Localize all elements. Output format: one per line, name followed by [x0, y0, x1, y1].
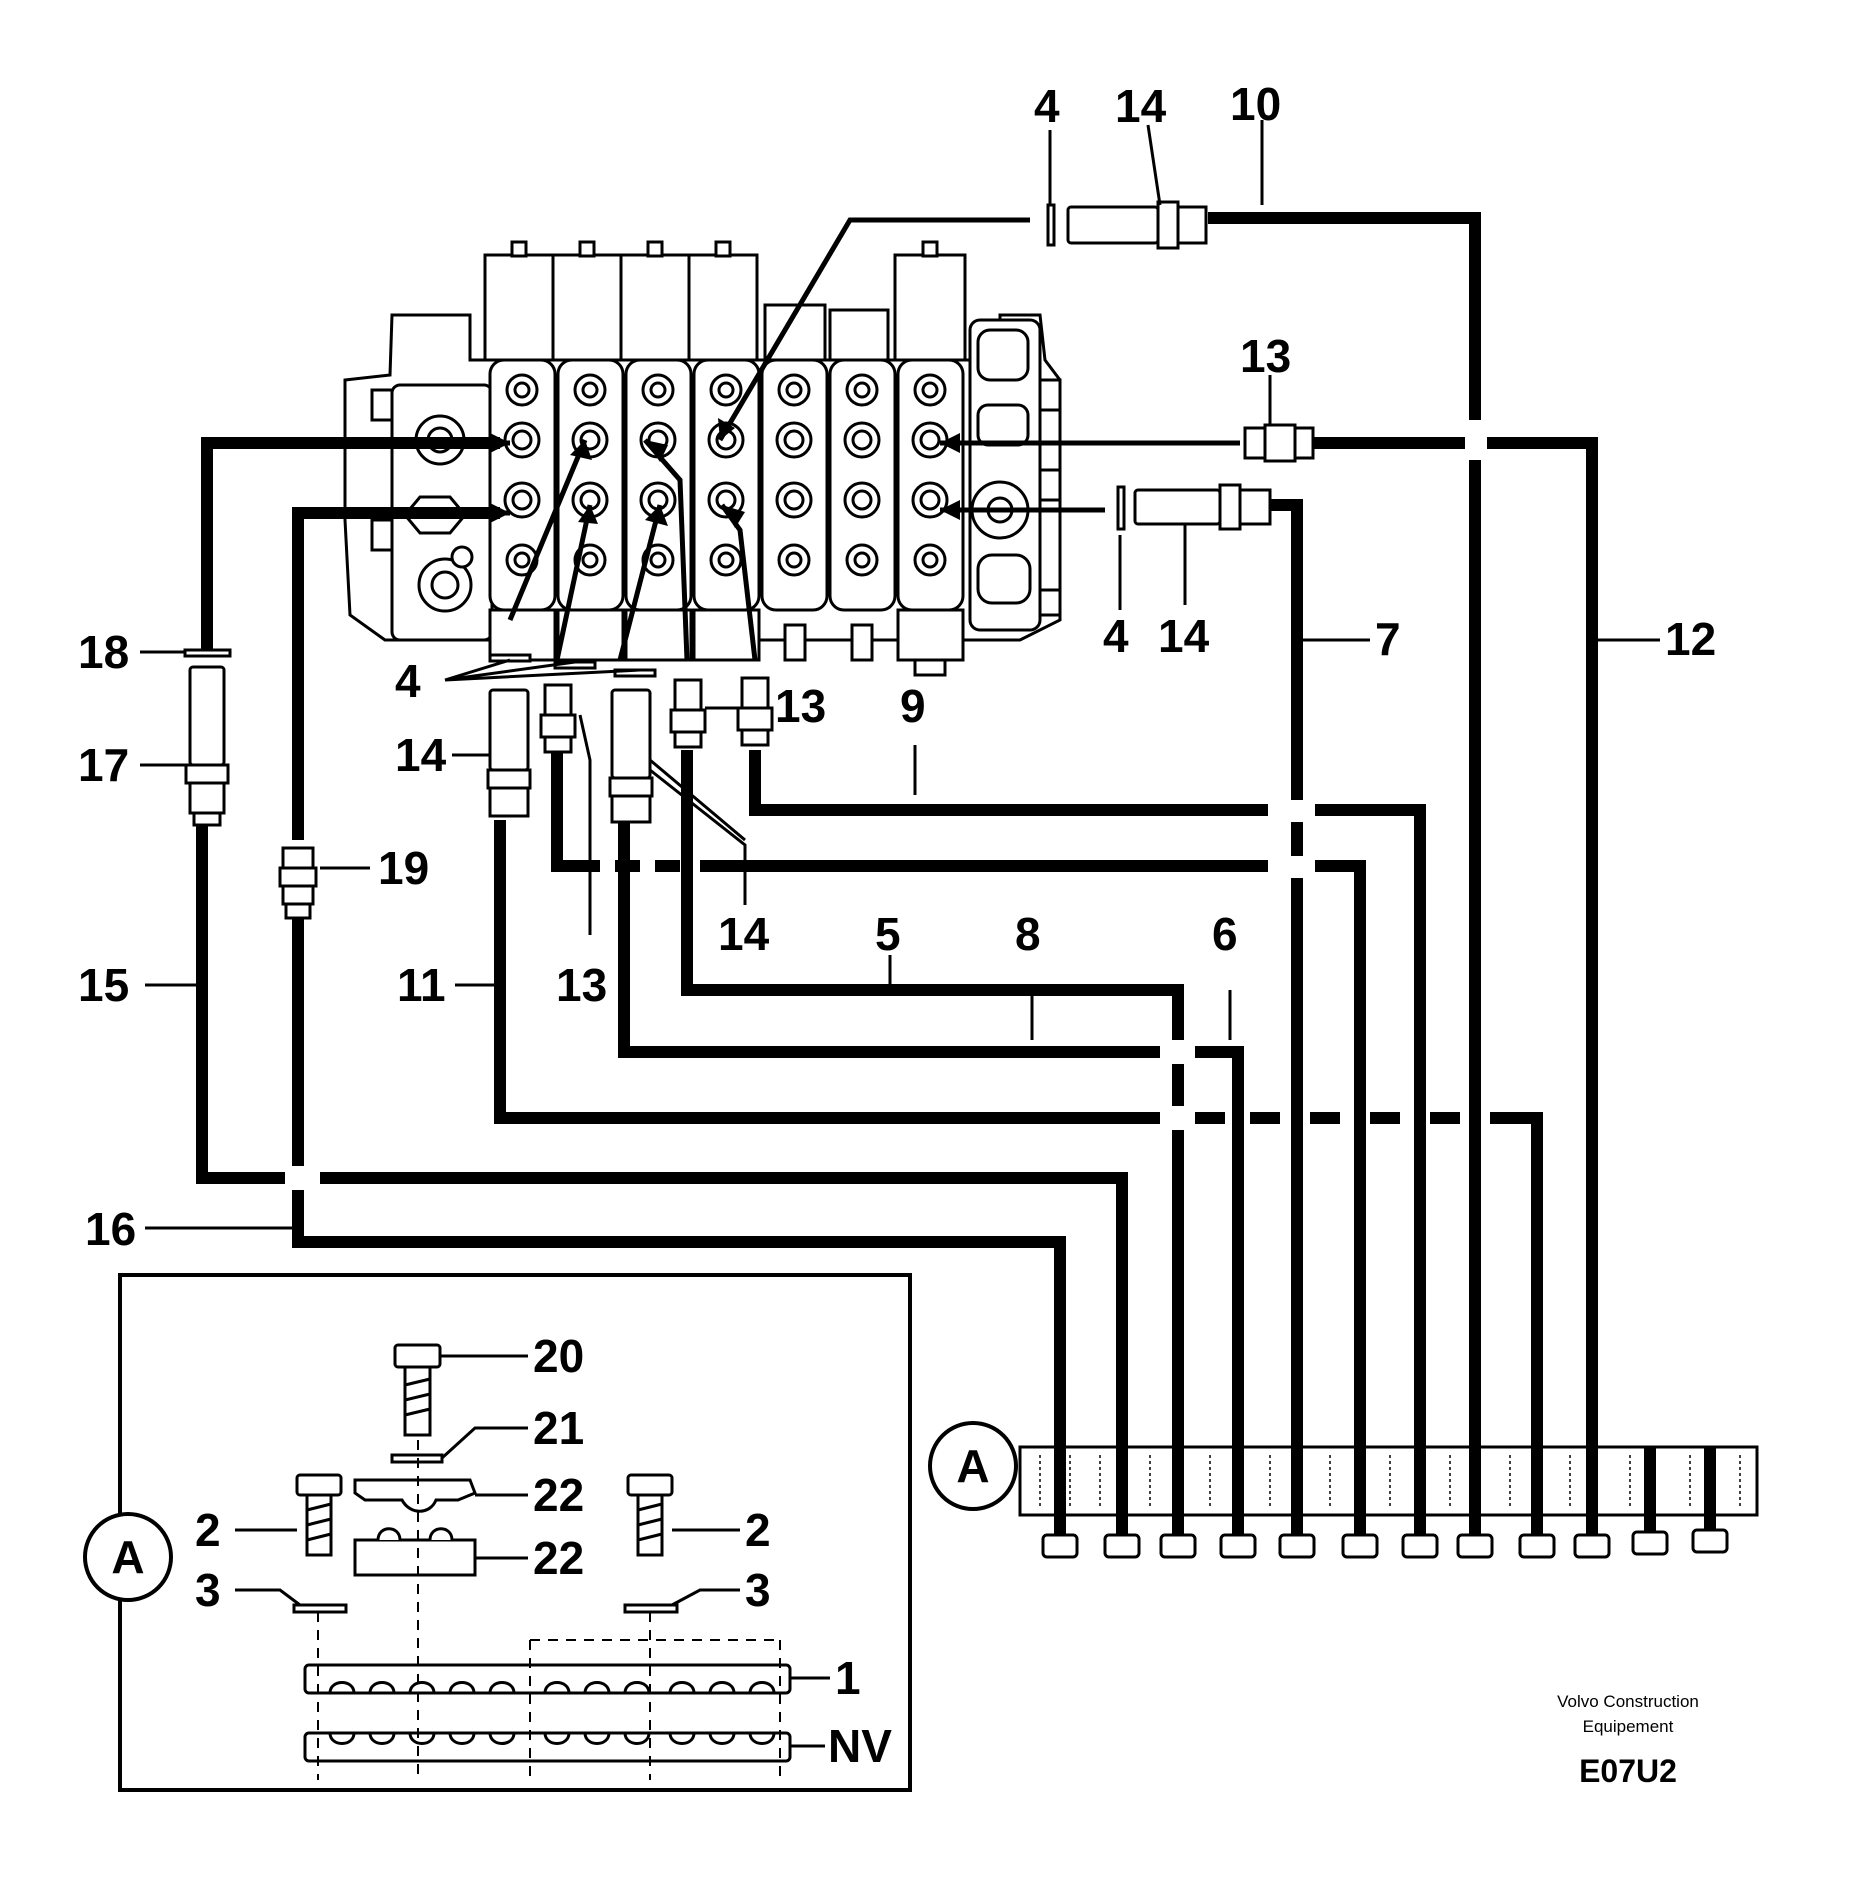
detail-callout-2-right: 2 [745, 1504, 771, 1556]
callout-17: 17 [78, 739, 129, 791]
hose-15 [196, 820, 285, 1184]
callout-18: 18 [78, 626, 129, 678]
hose-11 [494, 820, 1160, 1124]
callout-16: 16 [85, 1203, 136, 1255]
detail-callout-2-left: 2 [195, 1504, 221, 1556]
callout-14-left: 14 [395, 729, 447, 781]
callout-12: 12 [1665, 613, 1716, 665]
hose-7 [1268, 499, 1303, 1540]
callout-4-right: 4 [1103, 610, 1129, 662]
callout-13-right: 13 [1240, 330, 1291, 382]
hose-8 [551, 750, 600, 872]
callout-14-mid: 14 [718, 908, 770, 960]
hose-10 [1208, 212, 1481, 420]
callout-9: 9 [900, 680, 926, 732]
callout-14-top: 14 [1115, 80, 1167, 132]
detail-callout-3-right: 3 [745, 1564, 771, 1616]
detail-view-a: A [83, 1273, 912, 1792]
control-valve-block [343, 240, 1062, 677]
detail-callout-1: 1 [835, 1652, 861, 1704]
detail-callout-22-lower: 22 [533, 1532, 584, 1584]
marker-a-rail: A [956, 1440, 989, 1492]
callout-11: 11 [397, 959, 446, 1011]
detail-callout-nv: NV [828, 1720, 892, 1772]
callout-13-bottom: 13 [556, 959, 607, 1011]
detail-marker-a: A [111, 1531, 144, 1583]
hose-clamp-rail: A [928, 1421, 1759, 1559]
hose-12 [1308, 437, 1598, 1540]
callout-labels: 4 14 10 13 4 14 7 12 18 17 4 14 13 9 19 … [78, 78, 1716, 1255]
callout-4-top: 4 [1034, 80, 1060, 132]
callout-5: 5 [875, 908, 901, 960]
drawing-code: E07U2 [1579, 1753, 1677, 1789]
callout-14-right: 14 [1158, 610, 1210, 662]
callout-13-mid: 13 [775, 680, 826, 732]
fittings [183, 200, 1315, 920]
callout-10: 10 [1230, 78, 1281, 130]
hose-routing-arrows [207, 217, 1240, 661]
marker-a-circle [928, 1421, 1018, 1511]
hose-9 [749, 750, 1275, 816]
callout-7: 7 [1375, 613, 1401, 665]
drawing-footer: Volvo Construction Equipement E07U2 [1557, 1692, 1699, 1789]
manufacturer-line-2: Equipement [1583, 1717, 1674, 1736]
hose-6 [618, 810, 1160, 1058]
callout-8: 8 [1015, 908, 1041, 960]
callout-4-left: 4 [395, 655, 421, 707]
callout-15: 15 [78, 959, 129, 1011]
detail-callout-20: 20 [533, 1330, 584, 1382]
detail-callout-21: 21 [533, 1402, 584, 1454]
manufacturer-line-1: Volvo Construction [1557, 1692, 1699, 1711]
hoses [196, 212, 1598, 1540]
detail-callout-22-upper: 22 [533, 1469, 584, 1521]
detail-callout-3-left: 3 [195, 1564, 221, 1616]
callout-19: 19 [378, 842, 429, 894]
callout-6: 6 [1212, 908, 1238, 960]
hose-5 [681, 750, 1184, 1540]
